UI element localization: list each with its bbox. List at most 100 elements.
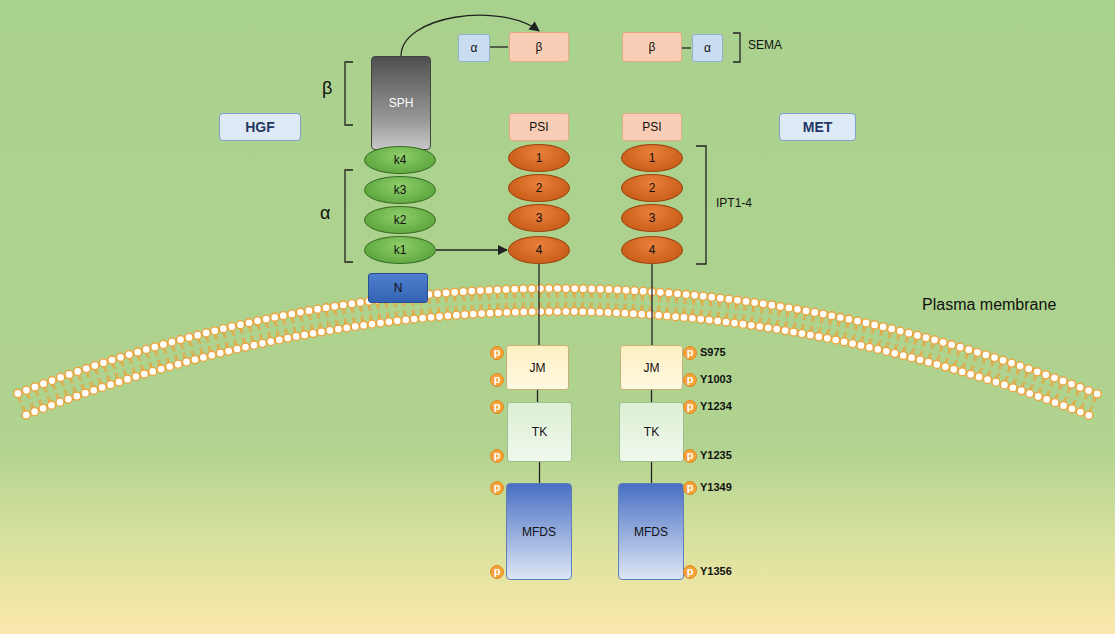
residue-label: Y1349	[700, 481, 732, 493]
domain-box: MET	[779, 113, 856, 141]
phospho-site: p	[490, 346, 504, 360]
node-text: SPH	[389, 96, 414, 110]
bracket	[345, 62, 353, 125]
residue-label: Y1356	[700, 565, 732, 577]
residue-label: Y1003	[700, 373, 732, 385]
node-text: p	[494, 401, 501, 412]
phospho-site: p	[490, 373, 504, 387]
node-text: β	[649, 40, 656, 54]
node-text: 4	[536, 243, 543, 257]
node-text: JM	[644, 361, 660, 375]
node-text: N	[394, 281, 403, 295]
part-label: Plasma membrane	[922, 296, 1056, 314]
phospho-site: p	[683, 565, 697, 579]
link-line	[651, 264, 652, 345]
node-text: β	[536, 40, 543, 54]
node-text: 1	[649, 151, 656, 165]
part-label: α	[320, 203, 330, 224]
residue-label: Y1234	[700, 400, 732, 412]
node-text: HGF	[245, 119, 275, 135]
domain-box: HGF	[219, 113, 301, 141]
node-text: p	[494, 566, 501, 577]
node-text: 4	[649, 243, 656, 257]
link-line	[537, 390, 538, 402]
domain-box: N	[368, 273, 428, 303]
phospho-site: p	[490, 481, 504, 495]
node-text: p	[687, 401, 694, 412]
link-line	[651, 462, 652, 483]
domain-ellipse: 4	[508, 236, 570, 264]
node-text: TK	[644, 425, 659, 439]
domain-ellipse: k3	[364, 176, 436, 204]
link-line	[490, 46, 508, 47]
domain-ellipse: 3	[508, 204, 570, 232]
node-text: MFDS	[634, 525, 668, 539]
link-line	[538, 264, 539, 345]
phospho-site: p	[490, 449, 504, 463]
node-text: 2	[536, 181, 543, 195]
domain-ellipse: 2	[621, 174, 683, 202]
node-text: p	[494, 450, 501, 461]
bracket	[696, 146, 706, 264]
domain-ellipse: 3	[621, 204, 683, 232]
domain-ellipse: 4	[621, 236, 683, 264]
phospho-site: p	[490, 400, 504, 414]
node-text: 3	[536, 211, 543, 225]
domain-ellipse: k2	[364, 206, 436, 234]
node-text: TK	[532, 425, 547, 439]
node-text: k2	[394, 213, 407, 227]
node-text: PSI	[642, 120, 661, 134]
domain-box: α	[458, 34, 490, 62]
node-text: α	[471, 41, 478, 55]
node-text: MET	[803, 119, 833, 135]
node-text: PSI	[529, 120, 548, 134]
domain-box: β	[509, 32, 569, 62]
node-text: p	[687, 566, 694, 577]
node-text: p	[494, 482, 501, 493]
part-label: β	[322, 78, 332, 99]
domain-box: SPH	[371, 56, 431, 150]
domain-box: MFDS	[618, 483, 684, 580]
domain-box: TK	[507, 402, 572, 462]
bracket	[345, 170, 353, 262]
node-text: 1	[536, 151, 543, 165]
node-text: p	[494, 374, 501, 385]
node-text: k1	[394, 243, 407, 257]
node-text: JM	[530, 361, 546, 375]
domain-box: PSI	[509, 113, 569, 141]
domain-ellipse: 1	[508, 144, 570, 172]
domain-box: α	[692, 34, 723, 62]
domain-box: JM	[506, 345, 569, 390]
domain-box: MFDS	[506, 483, 572, 580]
domain-box: JM	[620, 345, 683, 390]
residue-label: S975	[700, 346, 726, 358]
link-line	[539, 462, 540, 483]
bracket	[733, 33, 740, 62]
domain-box: TK	[619, 402, 684, 462]
domain-box: PSI	[622, 113, 682, 141]
node-text: 3	[649, 211, 656, 225]
part-label: SEMA	[748, 38, 782, 52]
link-line	[651, 390, 652, 402]
node-text: α	[704, 41, 711, 55]
node-text: p	[687, 347, 694, 358]
part-label: IPT1-4	[716, 196, 752, 210]
phospho-site: p	[683, 373, 697, 387]
domain-ellipse: 1	[621, 144, 683, 172]
node-text: p	[687, 450, 694, 461]
node-text: p	[494, 347, 501, 358]
domain-box: β	[622, 32, 682, 62]
domain-ellipse: k1	[364, 236, 436, 264]
domain-ellipse: 2	[508, 174, 570, 202]
node-text: p	[687, 374, 694, 385]
phospho-site: p	[683, 400, 697, 414]
node-text: k3	[394, 183, 407, 197]
lipid-bilayer	[14, 285, 1101, 420]
residue-label: Y1235	[700, 449, 732, 461]
node-text: k4	[394, 153, 407, 167]
node-text: 2	[649, 181, 656, 195]
node-text: MFDS	[522, 525, 556, 539]
domain-ellipse: k4	[364, 146, 436, 174]
binding-arrow	[436, 249, 507, 250]
phospho-site: p	[683, 449, 697, 463]
